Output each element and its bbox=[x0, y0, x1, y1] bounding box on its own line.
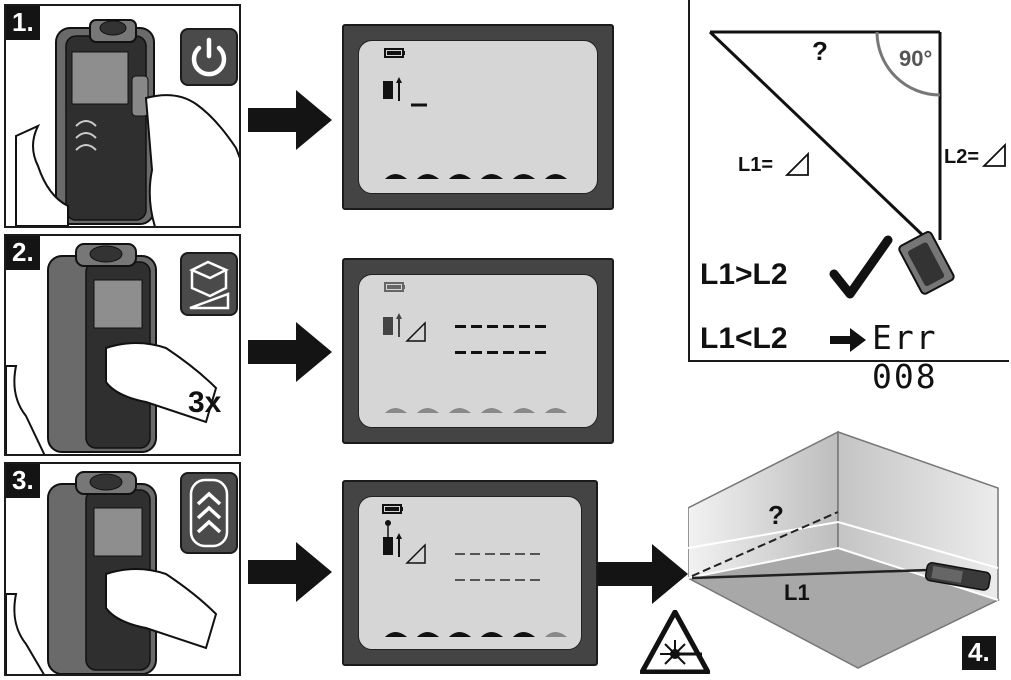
device-hand-illustration bbox=[15, 19, 239, 226]
step-number: 2. bbox=[6, 236, 40, 270]
device-icon bbox=[924, 562, 991, 591]
dash-row-2 bbox=[455, 351, 546, 354]
power-button-tile bbox=[180, 28, 238, 86]
device-icon bbox=[898, 231, 955, 295]
dash-row-1 bbox=[455, 325, 546, 328]
triangle-mode-icon bbox=[405, 321, 426, 342]
room-unknown-label: ? bbox=[768, 500, 784, 530]
battery-icon bbox=[382, 504, 403, 514]
lcd-content bbox=[382, 504, 567, 637]
laser-warning-icon bbox=[640, 610, 710, 674]
dash-row-1 bbox=[455, 553, 540, 555]
step-3-panel: 3. bbox=[4, 462, 241, 676]
segment-row bbox=[385, 632, 567, 637]
lcd-content bbox=[383, 282, 567, 413]
lcd-screen-2 bbox=[342, 258, 614, 444]
room-illustration bbox=[688, 430, 1001, 669]
segment-row bbox=[385, 174, 567, 179]
device-hand-illustration bbox=[6, 243, 218, 454]
l1-label: L1= bbox=[738, 154, 774, 176]
lcd-screen-3 bbox=[342, 480, 598, 666]
segment-row bbox=[385, 408, 567, 413]
press-count-label: 3x bbox=[188, 386, 222, 419]
step-2-panel: 2. 3x bbox=[4, 234, 241, 456]
battery-icon bbox=[384, 282, 405, 292]
triangle-diagram bbox=[708, 30, 1006, 352]
step-number: 4. bbox=[962, 636, 996, 670]
room-l1-label: L1 bbox=[784, 580, 810, 605]
error-code-label: Err 008 bbox=[872, 318, 938, 396]
triangle-diagram-panel: ? 90° L1= L2= L1>L2 L1<L2 Err 008 bbox=[688, 0, 1009, 396]
unknown-side-label: ? bbox=[812, 36, 828, 66]
reference-icon bbox=[383, 313, 402, 337]
l2-label: L2= bbox=[944, 146, 980, 168]
error-condition-label: L1<L2 bbox=[700, 322, 788, 355]
step-number: 3. bbox=[6, 464, 40, 498]
measure-button-tile bbox=[180, 472, 238, 554]
device-hand-illustration bbox=[6, 471, 218, 674]
reference-icon bbox=[383, 520, 402, 557]
checkmark-icon bbox=[829, 235, 893, 299]
arrow-right-icon bbox=[248, 542, 332, 602]
triple-chevron-icon bbox=[189, 478, 229, 548]
step-number: 1. bbox=[6, 6, 40, 40]
indirect-measure-icon bbox=[189, 260, 230, 310]
triangle-mode-icon bbox=[405, 543, 426, 564]
arrow-right-icon bbox=[598, 544, 688, 604]
battery-icon bbox=[384, 48, 405, 58]
reference-icon bbox=[383, 77, 402, 101]
lcd-content bbox=[383, 48, 567, 179]
l2-triangle-icon bbox=[981, 142, 1006, 167]
dash-row-2 bbox=[455, 579, 540, 581]
arrow-right-icon bbox=[830, 328, 866, 352]
mode-tile bbox=[180, 252, 238, 316]
ok-condition-label: L1>L2 bbox=[700, 258, 788, 291]
l1-triangle-icon bbox=[784, 151, 809, 176]
lcd-screen-1 bbox=[342, 24, 614, 210]
arrow-right-icon bbox=[248, 322, 332, 382]
power-icon bbox=[191, 37, 227, 77]
step-1-panel: 1. bbox=[4, 4, 241, 228]
arrow-right-icon bbox=[248, 90, 332, 150]
angle-label: 90° bbox=[899, 46, 933, 71]
